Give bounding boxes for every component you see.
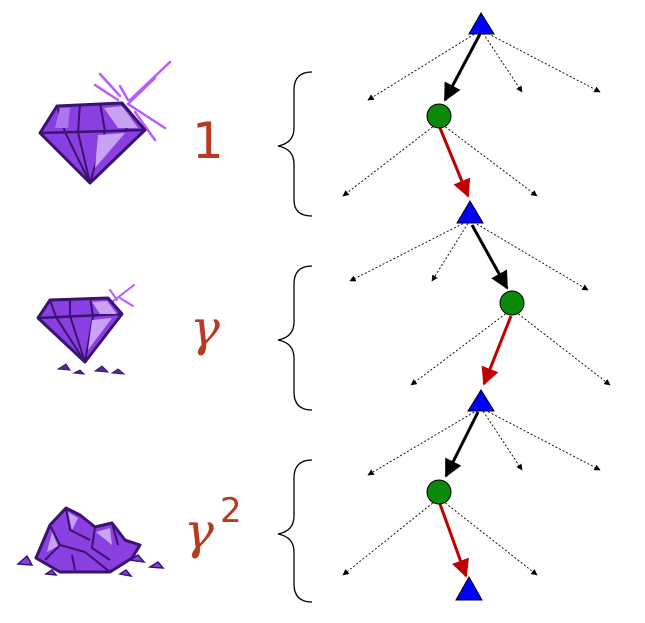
reward-label-1: 1	[192, 112, 224, 170]
chance-node-3	[426, 479, 452, 505]
max-node-4	[455, 575, 483, 601]
chance-node-1	[426, 103, 452, 129]
brace-1	[277, 71, 313, 217]
reward-label-exponent: 2	[220, 491, 242, 531]
reward-label-gamma: γ	[190, 299, 220, 357]
max-node-1	[468, 12, 495, 35]
dotted-edges	[342, 29, 611, 576]
max-node-2	[456, 200, 484, 224]
reward-label-gamma-squared: γ	[184, 502, 214, 560]
whole-gem-icon	[38, 60, 172, 185]
chosen-edges	[438, 33, 513, 578]
crumbled-gem-icon	[16, 506, 165, 578]
chipped-gem-icon	[36, 284, 135, 375]
brace-2	[277, 265, 313, 411]
chance-node-2	[499, 290, 525, 316]
brace-3	[277, 459, 313, 603]
max-node-3	[467, 389, 495, 412]
